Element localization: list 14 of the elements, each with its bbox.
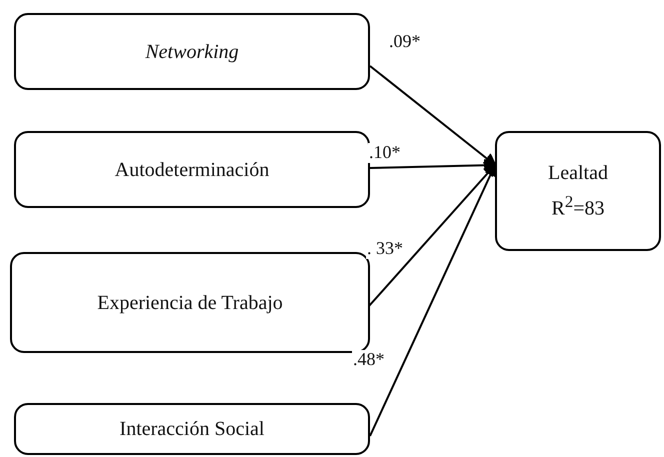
node-label: Lealtad	[548, 161, 608, 186]
predictor-box	[14, 131, 370, 208]
node-label: Networking	[145, 40, 239, 64]
node-label: Autodeterminación	[114, 158, 270, 182]
node-label: Experiencia de Trabajo	[97, 290, 283, 316]
node-label: Interacción Social	[120, 417, 264, 442]
predictor-box	[14, 13, 370, 90]
predictor-box	[14, 403, 370, 455]
edge-label: .10*	[368, 143, 402, 163]
outcome-box	[495, 131, 661, 251]
edge-label: . 33*	[366, 239, 404, 259]
predictor-box	[10, 252, 370, 353]
node-stat: R$^{2}$=83	[552, 191, 604, 222]
arrow	[369, 65, 497, 166]
